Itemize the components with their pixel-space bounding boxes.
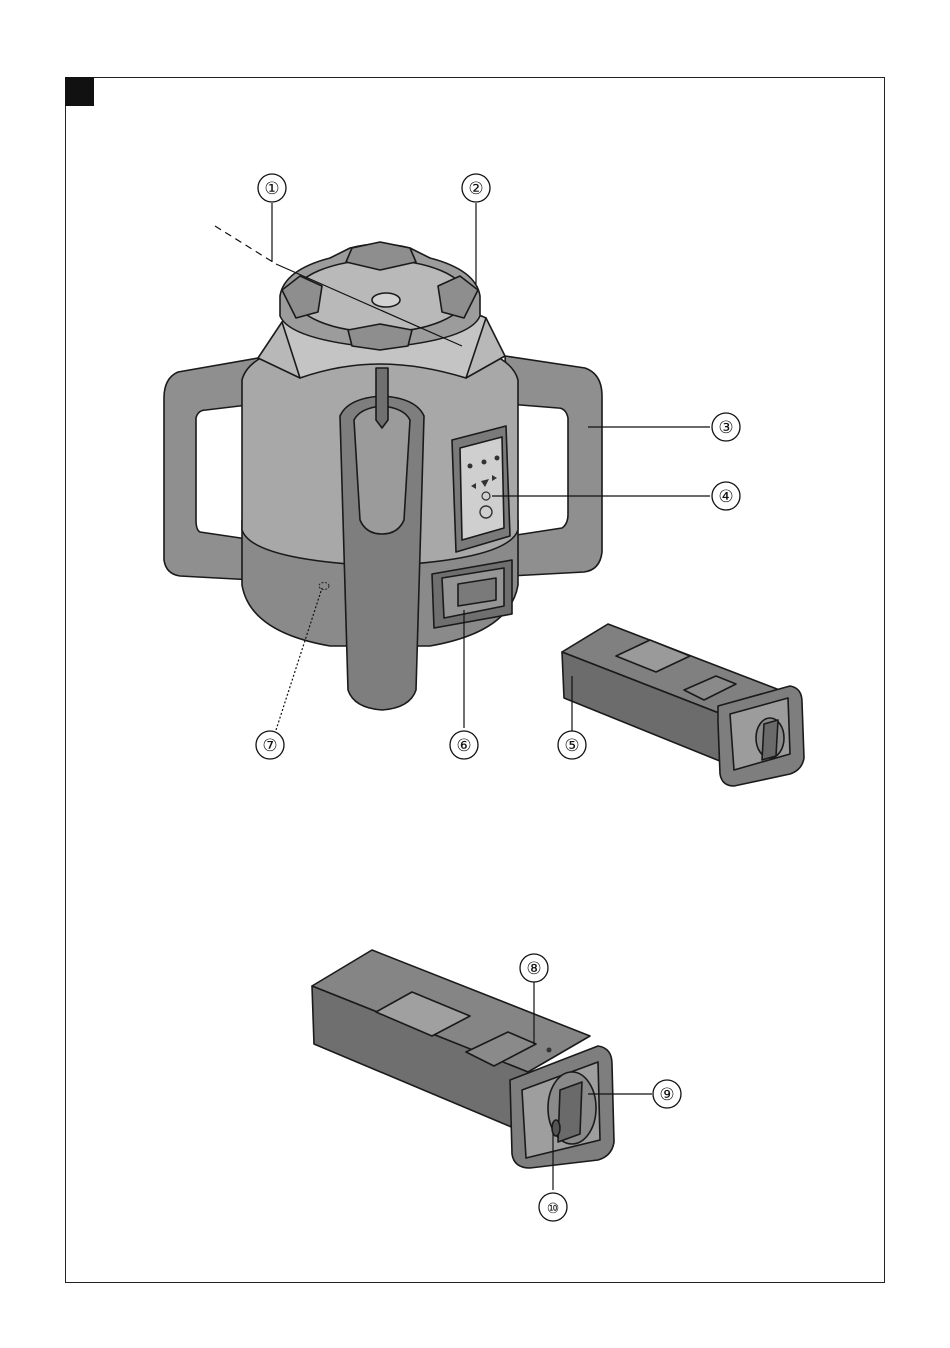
control-panel bbox=[452, 426, 510, 552]
callout-9-label: ⑨ bbox=[659, 1085, 674, 1104]
callout-1-label: ① bbox=[264, 179, 279, 198]
callout-2-label: ② bbox=[468, 179, 483, 198]
callout-4-label: ④ bbox=[718, 487, 733, 506]
battery-pack-small bbox=[562, 624, 804, 786]
battery-pack-large bbox=[312, 950, 614, 1168]
callout-5-label: ⑤ bbox=[564, 736, 579, 755]
callout-5: ⑤ bbox=[558, 731, 586, 759]
rotating-laser bbox=[164, 226, 602, 710]
callout-3: ③ bbox=[712, 413, 740, 441]
callout-10: ⑩ bbox=[539, 1193, 567, 1221]
callout-6-label: ⑥ bbox=[456, 736, 471, 755]
callout-8-label: ⑧ bbox=[526, 959, 541, 978]
callout-7: ⑦ bbox=[256, 731, 284, 759]
callout-1: ① bbox=[258, 174, 286, 202]
callout-3-label: ③ bbox=[718, 418, 733, 437]
callout-2: ② bbox=[462, 174, 490, 202]
callout-8: ⑧ bbox=[520, 954, 548, 982]
callout-7-label: ⑦ bbox=[262, 736, 277, 755]
callout-6: ⑥ bbox=[450, 731, 478, 759]
callout-10-label: ⑩ bbox=[547, 1200, 560, 1216]
callout-9: ⑨ bbox=[653, 1080, 681, 1108]
callout-4: ④ bbox=[712, 482, 740, 510]
